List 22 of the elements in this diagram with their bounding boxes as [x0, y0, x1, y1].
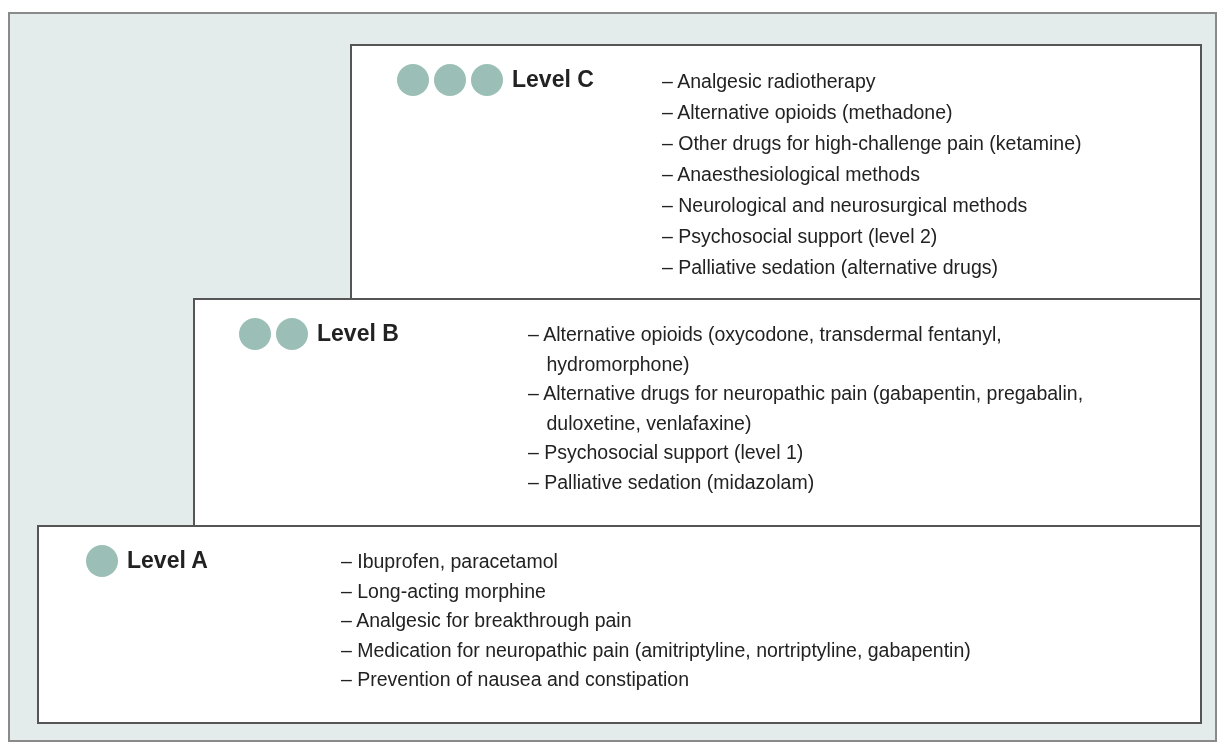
list-item: – Prevention of nausea and constipation	[341, 667, 690, 692]
list-item: – Other drugs for high-challenge pain (ketamine)	[662, 131, 1083, 156]
level-heading: Level A	[127, 547, 208, 574]
list-item: – Analgesic radiotherapy	[662, 69, 877, 94]
level-heading: Level B	[317, 320, 399, 347]
list-item: – Psychosocial support (level 2)	[662, 224, 939, 249]
list-item: – Alternative opioids (methadone)	[662, 100, 954, 125]
list-item: – Ibuprofen, paracetamol	[341, 549, 559, 574]
list-item: – Long-acting morphine	[341, 578, 547, 604]
level-box	[350, 44, 1202, 300]
list-item: – Alternative drugs for neuropathic pain (gabapentin, pregabalin, duloxetine, venlafaxine)	[528, 381, 1085, 436]
level-heading: Level C	[512, 66, 594, 93]
level-box	[37, 525, 1202, 724]
list-item: – Medication for neuropathic pain (amitriptyline, nortriptyline, gabapentin)	[341, 637, 972, 663]
list-item: – Palliative sedation (alternative drugs)	[662, 255, 999, 280]
level-box	[193, 298, 1202, 527]
list-item: – Anaesthesiological methods	[662, 162, 921, 187]
list-item: – Alternative opioids (oxycodone, transdermal fentanyl, hydromorphone)	[528, 322, 1003, 377]
list-item: – Palliative sedation (midazolam)	[528, 469, 816, 495]
list-item: – Psychosocial support (level 1)	[528, 440, 805, 465]
list-item: – Neurological and neurosurgical methods	[662, 193, 1029, 218]
list-item: – Analgesic for breakthrough pain	[341, 608, 633, 633]
